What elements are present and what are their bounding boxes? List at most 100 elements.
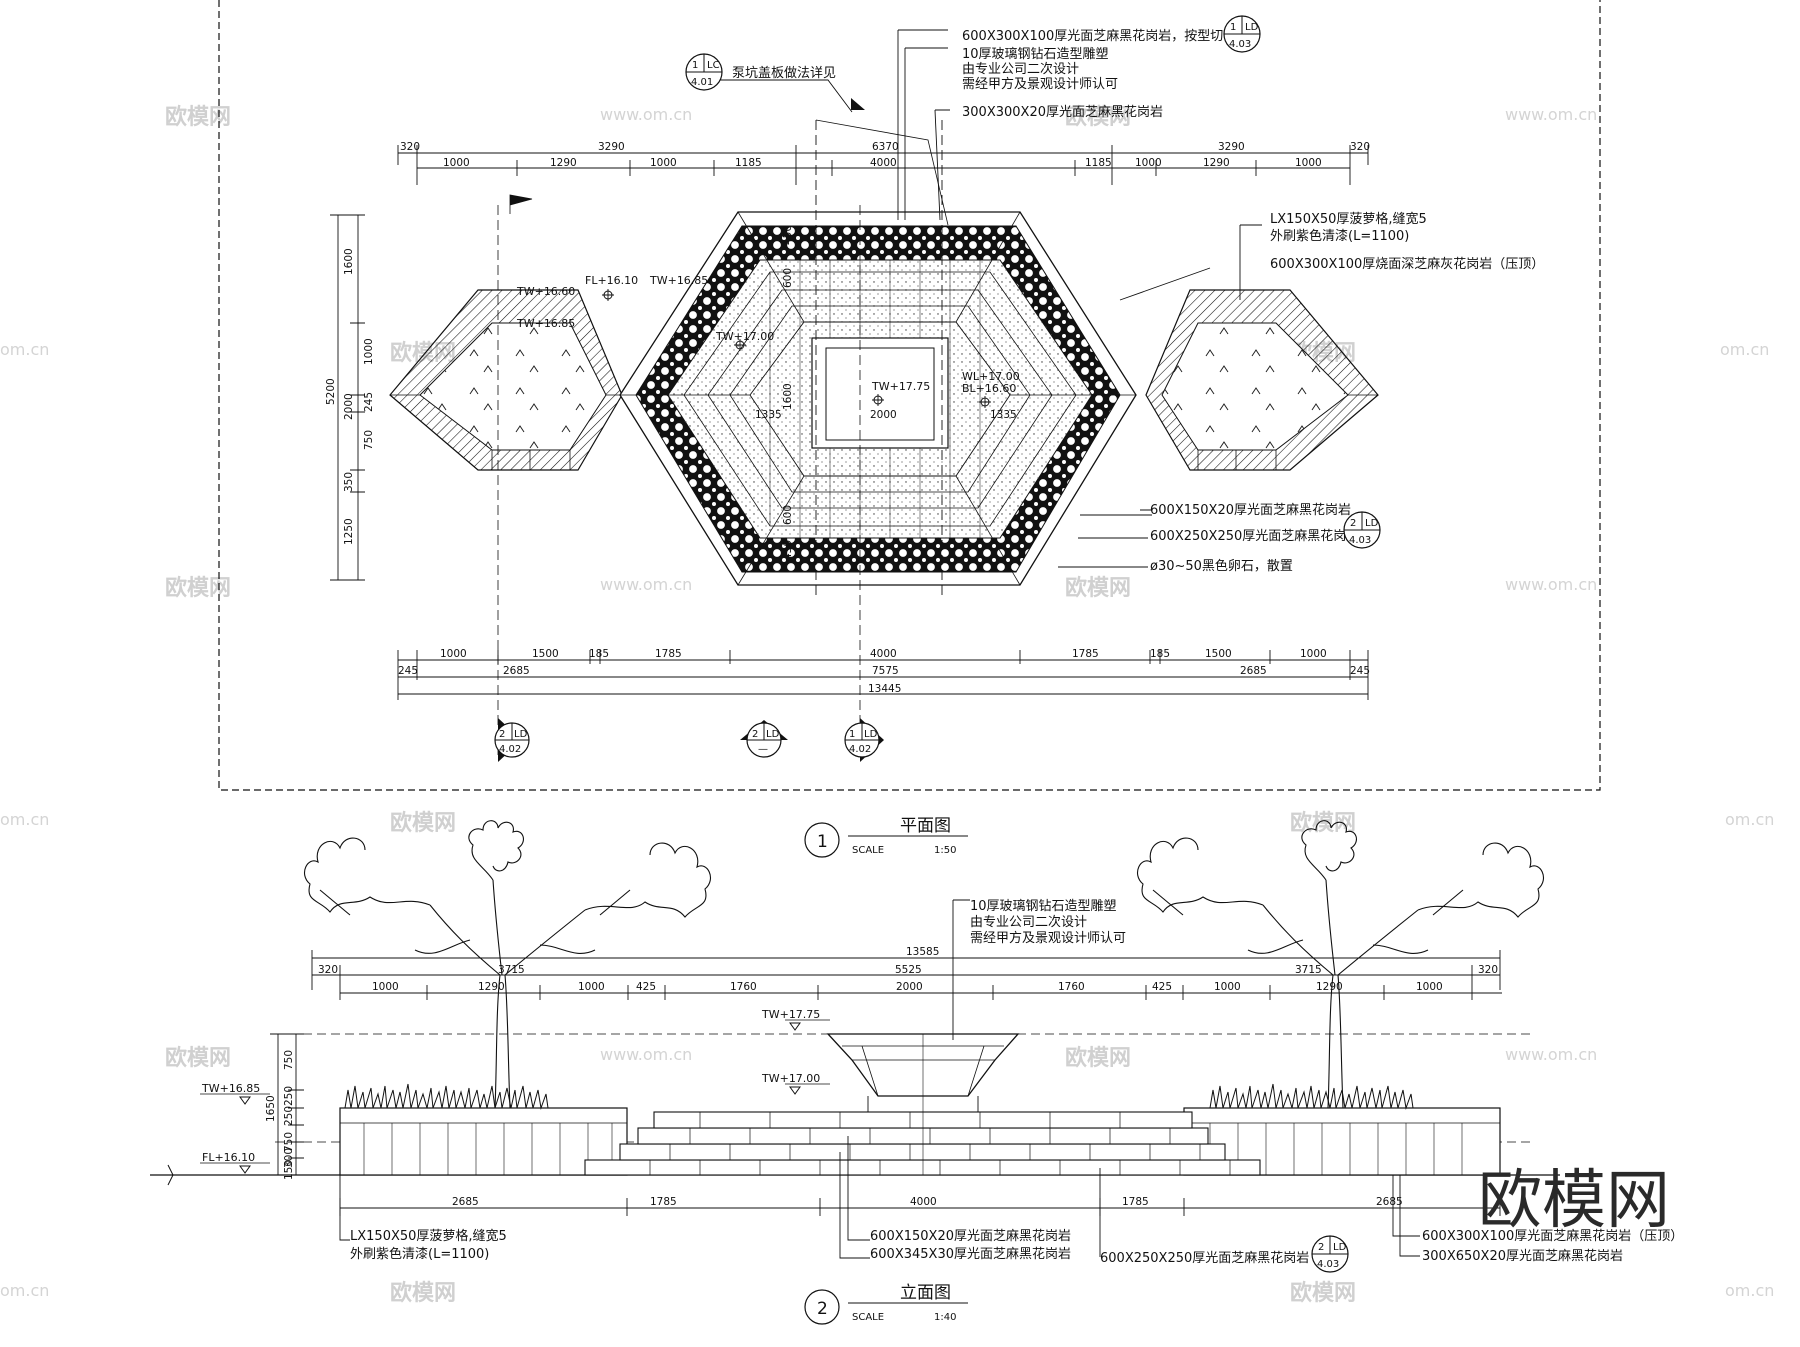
tree-left bbox=[304, 820, 711, 1109]
dim-label: 1335 bbox=[990, 409, 1017, 421]
note-text: 需经甲方及景观设计师认可 bbox=[970, 930, 1126, 946]
dim-label: 2000 bbox=[896, 981, 923, 993]
plan-bottom-dim-labels: 1000 1500 185 1785 4000 1785 185 1500 10… bbox=[398, 648, 1370, 695]
svg-text:LD: LD bbox=[864, 729, 878, 740]
brand-watermark-logo: 欧模网 bbox=[1478, 1164, 1670, 1238]
elevation-notes: 10厚玻璃钢钻石造型雕塑 由专业公司二次设计 需经甲方及景观设计师认可 LX15… bbox=[339, 899, 1683, 1273]
watermark-site: www.om.cn bbox=[600, 105, 692, 124]
dim-label: 1000 bbox=[443, 157, 470, 169]
plan-boundary bbox=[218, 0, 1601, 791]
dim-label: 1785 bbox=[1122, 1196, 1149, 1208]
svg-text:1: 1 bbox=[692, 60, 698, 71]
section-callout: 1 LD 4.02 bbox=[844, 718, 884, 762]
dim-label: 350 bbox=[343, 472, 355, 492]
svg-text:LD: LD bbox=[766, 729, 780, 740]
dim-label: 4000 bbox=[910, 1196, 937, 1208]
level-label: TW+17.00 bbox=[761, 1072, 820, 1085]
watermark-site: www.om.cn bbox=[1505, 1045, 1597, 1064]
note-text: 需经甲方及景观设计师认可 bbox=[962, 76, 1118, 92]
scale-label: SCALE bbox=[852, 845, 884, 856]
stepped-fountain-elevation bbox=[584, 1033, 1261, 1176]
svg-text:—: — bbox=[758, 744, 768, 755]
elev-level-marks: TW+17.75 TW+17.00 TW+16.85 FL+16.10 bbox=[200, 1008, 830, 1174]
dim-label: 1600 bbox=[343, 248, 355, 275]
dim-label: 4000 bbox=[870, 648, 897, 660]
svg-text:4.02: 4.02 bbox=[849, 744, 871, 755]
dim-label: 2000 bbox=[870, 409, 897, 421]
watermark-site: om.cn bbox=[0, 810, 49, 829]
title-number: 1 bbox=[817, 832, 828, 852]
svg-text:4.03: 4.03 bbox=[1349, 535, 1371, 546]
dim-label: 1000 bbox=[1295, 157, 1322, 169]
note-text: ø30~50黑色卵石，散置 bbox=[1150, 558, 1293, 574]
watermark-site: om.cn bbox=[1720, 340, 1769, 359]
watermark-brand: 欧模网 bbox=[1065, 1045, 1131, 1071]
plan-left-dimensions bbox=[330, 214, 365, 581]
section-callout: 2 LD — bbox=[740, 720, 788, 758]
scale-value: 1:50 bbox=[934, 845, 956, 856]
elev-top-dim-labels: 13585 320 3715 5525 3715 320 1000 1290 1… bbox=[318, 946, 1498, 993]
watermark-brand: 欧模网 bbox=[165, 575, 231, 601]
note-text: 600X345X30厚光面芝麻黑花岗岩 bbox=[870, 1246, 1071, 1262]
plan-notes: 600X300X100厚光面芝麻黑花岗岩，按型切割 10厚玻璃钢钻石造型雕塑 由… bbox=[685, 15, 1544, 574]
tree-right bbox=[1137, 820, 1544, 1109]
dim-label: 1000 bbox=[440, 648, 467, 660]
dim-label: 1335 bbox=[755, 409, 782, 421]
dim-label: 600 bbox=[782, 268, 794, 288]
dim-label: 3290 bbox=[1218, 141, 1245, 153]
watermark-site: www.om.cn bbox=[1505, 575, 1597, 594]
dim-label: 1785 bbox=[1072, 648, 1099, 660]
dim-label: 2000 bbox=[343, 393, 355, 420]
note-text: 外刷紫色清漆(L=1100) bbox=[1270, 228, 1409, 244]
svg-text:4.01: 4.01 bbox=[691, 77, 713, 88]
svg-text:2: 2 bbox=[499, 729, 505, 740]
dim-label: 4000 bbox=[870, 157, 897, 169]
dim-label: 320 bbox=[1478, 964, 1498, 976]
note-text: 300X300X20厚光面芝麻黑花岗岩 bbox=[962, 104, 1163, 120]
elev-bottom-dim-labels: 2685 1785 4000 1785 2685 bbox=[452, 1196, 1403, 1208]
dim-label: 3715 bbox=[1295, 964, 1322, 976]
dim-label: 1000 bbox=[1416, 981, 1443, 993]
svg-text:2: 2 bbox=[1318, 1242, 1324, 1253]
svg-text:4.03: 4.03 bbox=[1317, 1259, 1339, 1270]
svg-text:2: 2 bbox=[752, 729, 758, 740]
plan-top-dimensions bbox=[397, 145, 1369, 185]
dim-label: 1500 bbox=[532, 648, 559, 660]
dim-label: 2685 bbox=[1240, 665, 1267, 677]
dim-label: 13585 bbox=[906, 946, 939, 958]
note-text: 600X150X20厚光面芝麻黑花岗岩 bbox=[1150, 502, 1351, 518]
level-label: TW+16.85 bbox=[649, 274, 708, 287]
dim-label: 1760 bbox=[730, 981, 757, 993]
dim-label: 600 bbox=[782, 505, 794, 525]
watermark-site: www.om.cn bbox=[600, 1045, 692, 1064]
right-planter bbox=[1145, 289, 1379, 471]
elev-left-dimensions bbox=[270, 1033, 304, 1176]
dim-label: 1185 bbox=[1085, 157, 1112, 169]
watermark-site: om.cn bbox=[0, 1281, 49, 1300]
dim-label: 1185 bbox=[735, 157, 762, 169]
dim-label: 150 bbox=[283, 1160, 295, 1180]
note-text: 300X650X20厚光面芝麻黑花岗岩 bbox=[1422, 1248, 1623, 1264]
dim-label: 425 bbox=[636, 981, 656, 993]
dim-label: 250 bbox=[283, 1086, 295, 1106]
dim-label: 1000 bbox=[363, 338, 375, 365]
level-label: TW+17.00 bbox=[715, 330, 774, 343]
elevation-title-block: 2 立面图 SCALE 1:40 bbox=[804, 1283, 968, 1325]
dim-label: 2685 bbox=[1376, 1196, 1403, 1208]
plan-level-marks: TW+16.60 TW+16.85 FL+16.10 TW+16.85 TW+1… bbox=[509, 98, 1020, 408]
level-label: FL+16.10 bbox=[202, 1151, 255, 1164]
dim-label: 1290 bbox=[550, 157, 577, 169]
svg-text:2: 2 bbox=[1350, 518, 1356, 529]
dim-label: 1760 bbox=[1058, 981, 1085, 993]
svg-text:4.03: 4.03 bbox=[1229, 39, 1251, 50]
dim-label: 1500 bbox=[1205, 648, 1232, 660]
level-label: TW+17.75 bbox=[761, 1008, 820, 1021]
watermark-site: om.cn bbox=[1725, 1281, 1774, 1300]
left-planter-wall bbox=[339, 1107, 628, 1176]
plan-view: 320 3290 6370 3290 320 1000 1290 1000 11… bbox=[218, 0, 1601, 858]
note-text: 10厚玻璃钢钻石造型雕塑 bbox=[970, 899, 1117, 914]
dim-label: 1650 bbox=[265, 1095, 277, 1122]
watermark-brand: 欧模网 bbox=[165, 1045, 231, 1071]
note-text: 600X250X250厚光面芝麻黑花岗岩 bbox=[1150, 528, 1359, 544]
